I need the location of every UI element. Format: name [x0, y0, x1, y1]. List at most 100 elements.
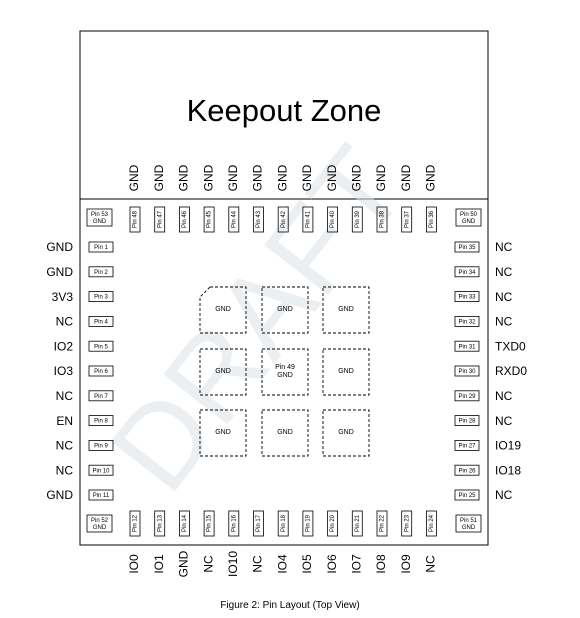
- right-pin-pad: [454, 464, 480, 476]
- top-pin-pad: [129, 206, 141, 233]
- corner-pin-signal: GND: [93, 219, 107, 225]
- left-signal-label: NC: [56, 463, 74, 477]
- top-pin-pad: [327, 206, 339, 233]
- left-signal-label: GND: [46, 265, 73, 279]
- left-pin-pad: [88, 415, 114, 427]
- pad-label: GND: [215, 429, 231, 436]
- right-signal-label: NC: [495, 389, 513, 403]
- bottom-pin-pad: [228, 510, 240, 537]
- top-signal-label: GND: [325, 164, 339, 191]
- left-pin-pad: [88, 266, 114, 278]
- right-signal-label: NC: [495, 265, 513, 279]
- pad-label: GND: [338, 429, 354, 436]
- bottom-signal-label: IO9: [399, 554, 413, 574]
- right-pin-label: Pin 32: [458, 319, 476, 325]
- bottom-pin-label: Pin 17: [256, 514, 262, 532]
- bottom-pin-pad: [277, 510, 289, 537]
- right-pin-label: Pin 30: [458, 369, 476, 375]
- bottom-pin-label: Pin 18: [281, 514, 287, 532]
- right-pin-pad: [454, 365, 480, 377]
- right-signal-label: TXD0: [495, 339, 526, 353]
- bottom-signal-label: NC: [201, 555, 215, 573]
- top-signal-label: GND: [226, 164, 240, 191]
- bottom-pin-pad: [253, 510, 264, 537]
- right-pin-pad: [454, 415, 480, 427]
- top-signal-label: GND: [127, 164, 141, 191]
- ground-pad: [322, 348, 370, 396]
- right-signal-label: NC: [495, 290, 513, 304]
- bottom-pin-pad: [351, 510, 363, 537]
- left-pin-pad: [88, 340, 114, 352]
- top-signal-label: GND: [399, 164, 413, 191]
- bottom-pin-label: Pin 24: [429, 514, 435, 532]
- ground-pad: [199, 348, 247, 396]
- ground-pad: [199, 409, 247, 457]
- bottom-pin-label: Pin 16: [231, 514, 237, 532]
- top-signal-label: GND: [349, 164, 363, 191]
- left-signal-label: NC: [56, 439, 74, 453]
- left-pin-label: Pin 8: [94, 419, 108, 425]
- top-pin-label: Pin 40: [330, 210, 336, 228]
- left-signal-label: NC: [56, 389, 74, 403]
- bottom-signal-label: NC: [251, 555, 265, 573]
- right-signal-label: IO18: [495, 463, 521, 477]
- bottom-pin-pad: [203, 510, 215, 537]
- bottom-pin-label: Pin 12: [133, 514, 139, 532]
- right-pin-pad: [454, 315, 480, 327]
- top-pin-pad: [253, 206, 264, 233]
- corner-pin-label: Pin 53: [91, 212, 109, 218]
- corner-pin-label: Pin 50: [460, 212, 478, 218]
- bottom-signal-label: IO5: [300, 554, 314, 574]
- bottom-pin-pad: [178, 510, 190, 537]
- pad-label: GND: [338, 306, 354, 313]
- left-signal-label: IO2: [54, 339, 74, 353]
- left-pin-label: Pin 4: [94, 319, 108, 325]
- bottom-pin-pad: [327, 510, 339, 537]
- top-pin-pad: [277, 206, 289, 233]
- left-signal-label: GND: [46, 240, 73, 254]
- right-signal-label: NC: [495, 240, 513, 254]
- left-pin-pad: [88, 365, 114, 377]
- bottom-pin-label: Pin 19: [305, 514, 311, 532]
- top-signal-label: GND: [424, 164, 438, 191]
- corner-pin-pad: [455, 514, 482, 533]
- top-pin-label: Pin 45: [207, 210, 213, 228]
- left-pin-pad: [88, 291, 114, 303]
- right-pin-pad: [454, 291, 480, 303]
- top-signal-label: GND: [152, 164, 166, 191]
- right-pin-label: Pin 34: [458, 270, 476, 276]
- ground-pad: [261, 286, 309, 334]
- left-pin-pad: [88, 489, 114, 501]
- right-signal-label: NC: [495, 488, 513, 502]
- left-signal-label: EN: [56, 414, 73, 428]
- top-pin-label: Pin 42: [281, 210, 287, 228]
- top-signal-label: GND: [374, 164, 388, 191]
- left-signal-label: IO3: [54, 364, 74, 378]
- top-pin-label: Pin 36: [429, 210, 435, 228]
- left-pin-label: Pin 2: [94, 270, 108, 276]
- left-pin-label: Pin 6: [94, 369, 108, 375]
- pad-label: GND: [277, 429, 293, 436]
- left-pin-label: Pin 9: [94, 443, 108, 449]
- bottom-pin-pad: [401, 510, 413, 537]
- bottom-signal-label: IO7: [349, 554, 363, 574]
- top-pin-pad: [203, 206, 215, 233]
- top-signal-label: GND: [300, 164, 314, 191]
- left-signal-label: NC: [56, 315, 74, 329]
- right-pin-pad: [454, 241, 480, 253]
- left-pin-label: Pin 10: [92, 468, 110, 474]
- top-pin-label: Pin 37: [404, 210, 410, 228]
- right-signal-label: IO19: [495, 439, 521, 453]
- left-pin-pad: [88, 464, 114, 476]
- center-pad: [261, 348, 309, 396]
- left-pin-pad: [88, 390, 114, 402]
- bottom-pin-label: Pin 13: [157, 514, 163, 532]
- top-pin-pad: [351, 206, 363, 233]
- bottom-pin-label: Pin 22: [380, 514, 386, 532]
- pad-label: Pin 49: [275, 364, 295, 371]
- bottom-signal-label: GND: [177, 550, 191, 577]
- bottom-pin-label: Pin 21: [355, 514, 361, 532]
- bottom-pin-pad: [129, 510, 141, 537]
- bottom-signal-label: IO4: [275, 554, 289, 574]
- corner-pin-signal: GND: [462, 525, 476, 531]
